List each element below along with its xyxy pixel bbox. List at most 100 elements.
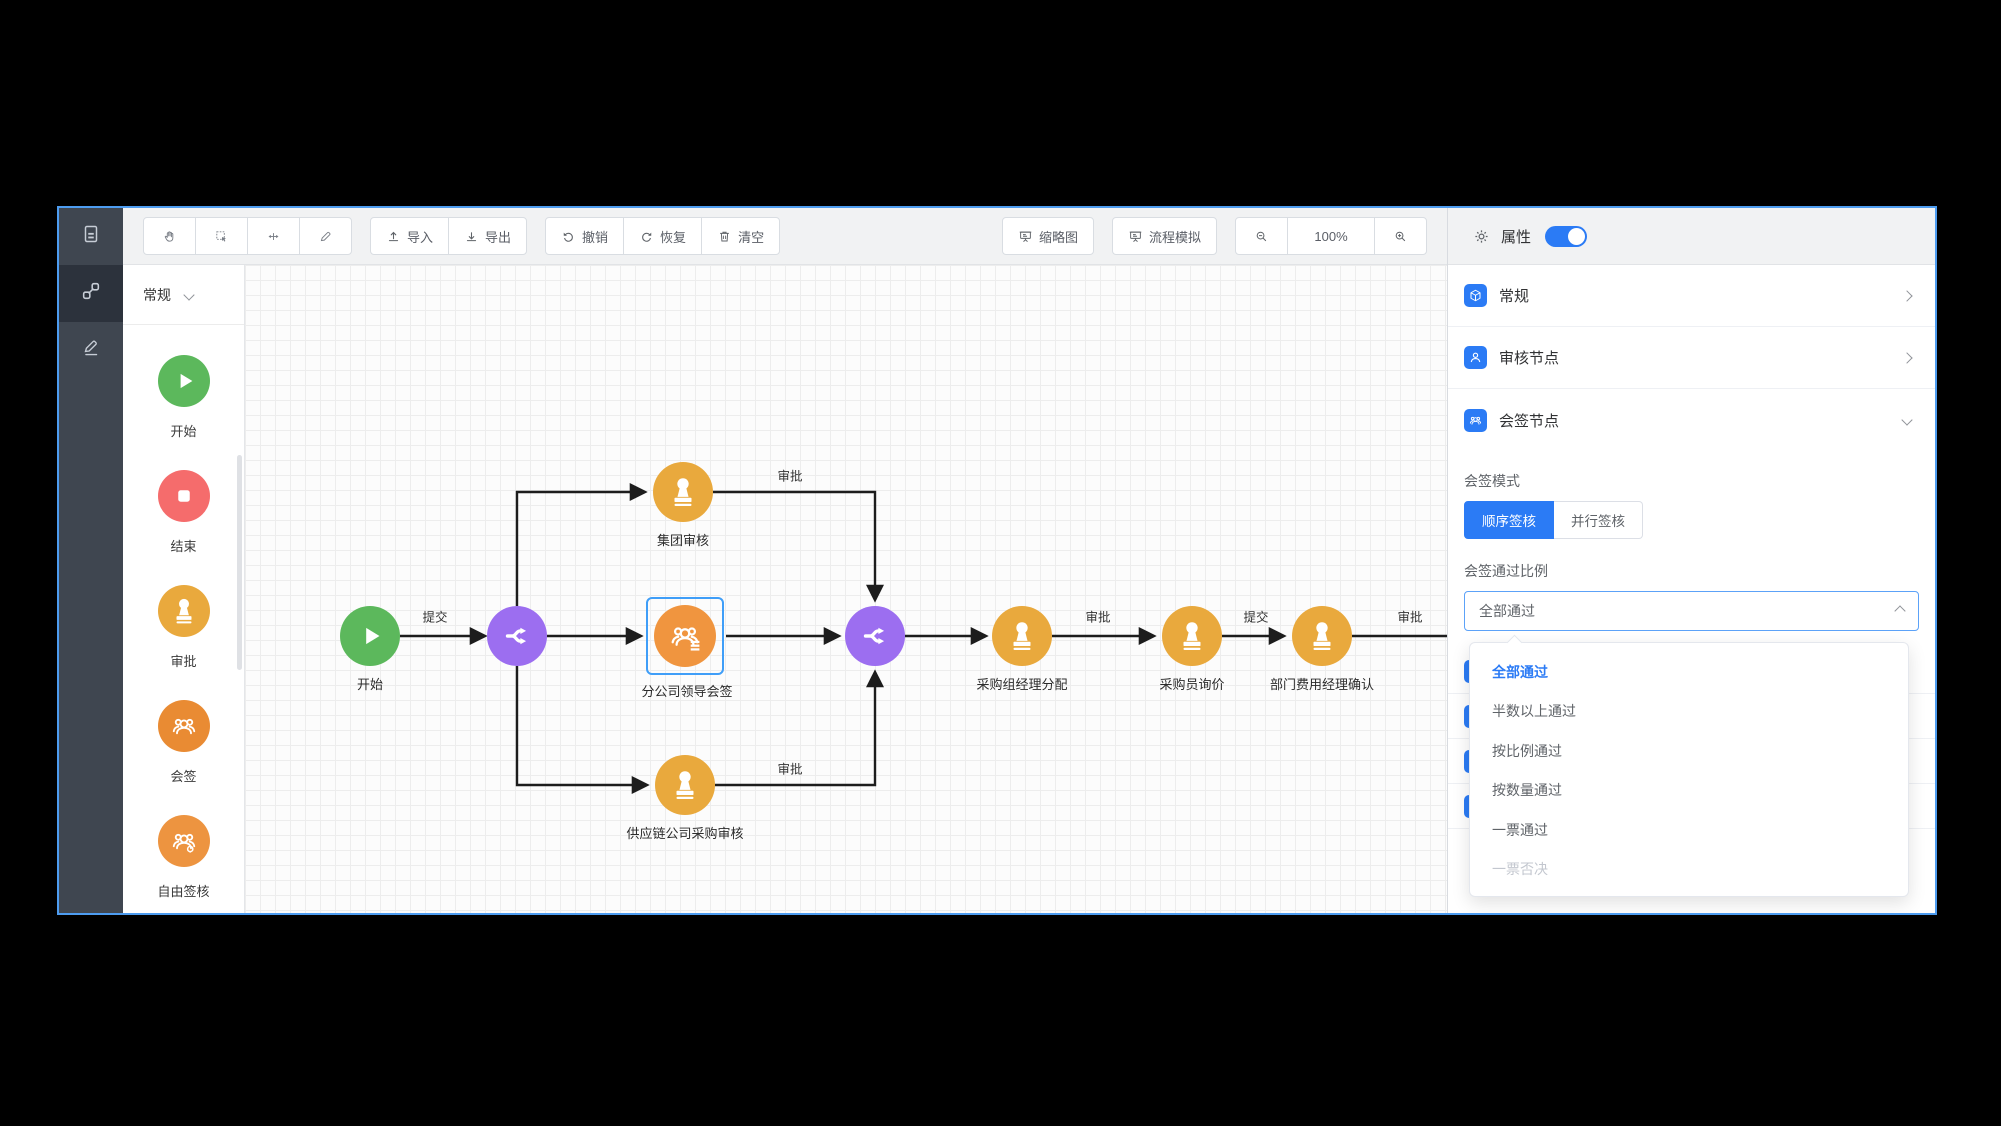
palette-item-start[interactable]: 开始	[123, 355, 244, 440]
dropdown-option-one-vote-pass[interactable]: 一票通过	[1492, 821, 1548, 838]
edge-label: 审批	[1085, 610, 1111, 625]
edge-label: 审批	[1397, 610, 1423, 625]
people-lines-icon	[667, 618, 703, 654]
marquee-select-icon	[214, 229, 229, 244]
dropdown-option-count-pass[interactable]: 按数量通过	[1492, 782, 1562, 799]
palette-item-countersign[interactable]: 会签	[123, 700, 244, 785]
board-icon	[1018, 229, 1033, 244]
people-icon	[1464, 408, 1487, 432]
flow-node-purchase-manager[interactable]: 采购组经理分配	[976, 606, 1068, 692]
edge-label: 审批	[777, 762, 803, 777]
play-icon	[353, 619, 387, 653]
people-icon	[169, 711, 199, 741]
tool-group-history: 撤销 恢复 清空	[545, 217, 781, 255]
stamp-icon	[169, 596, 199, 626]
pen-icon	[318, 229, 333, 244]
gear-icon	[1472, 227, 1491, 246]
palette-group-header[interactable]: 常规	[123, 265, 244, 325]
dropdown-option-majority-pass[interactable]: 半数以上通过	[1492, 703, 1576, 720]
workflow-designer-window: 导入 导出 撤销 恢复 清空 缩略图 流程模拟 100%	[57, 206, 1937, 915]
edge-layer	[400, 483, 1447, 794]
pass-ratio-select[interactable]: 全部通过	[1464, 591, 1919, 631]
countersign-settings: 会签模式 顺序签核 并行签核 会签通过比例 全部通过	[1448, 451, 1935, 649]
sidebar-item-flow[interactable]	[59, 265, 123, 322]
stamp-icon	[1175, 619, 1209, 653]
zoom-out-button[interactable]	[1235, 217, 1288, 255]
trash-icon	[717, 229, 732, 244]
countersign-mode-label: 会签模式	[1464, 473, 1520, 489]
palette-item-end[interactable]: 结束	[123, 470, 244, 555]
flow-node-supply-chain-audit[interactable]: 供应链公司采购审核	[626, 755, 744, 841]
pencil-icon	[80, 337, 102, 364]
flow-node-dept-expense-confirm[interactable]: 部门费用经理确认	[1270, 606, 1374, 692]
chevron-down-icon	[1901, 414, 1913, 426]
undo-button[interactable]: 撤销	[545, 217, 625, 255]
person-icon	[1464, 346, 1487, 369]
sidebar-item-document[interactable]	[59, 208, 123, 265]
fit-view-button[interactable]	[247, 217, 300, 255]
properties-toggle[interactable]	[1545, 225, 1588, 247]
flow-icon	[80, 280, 102, 307]
properties-header: 属性	[1448, 208, 1935, 265]
flow-node-group-audit[interactable]: 集团审核	[653, 462, 713, 548]
palette-item-free-sign[interactable]: 自由签核	[123, 815, 244, 900]
flow-node-branch-countersign-selected[interactable]: 分公司领导会签	[641, 597, 733, 699]
play-icon	[169, 366, 199, 396]
zoom-in-icon	[1393, 229, 1408, 244]
parallel-sign-button[interactable]: 并行签核	[1554, 501, 1643, 539]
hand-icon	[162, 229, 177, 244]
flow-node-gateway-split[interactable]	[487, 606, 547, 666]
export-button[interactable]: 导出	[448, 217, 528, 255]
sidebar-item-pencil[interactable]	[59, 322, 123, 379]
board-icon	[1128, 229, 1143, 244]
zoom-out-icon	[1254, 229, 1269, 244]
zoom-group: 100%	[1235, 217, 1427, 255]
section-general[interactable]: 常规	[1448, 265, 1935, 327]
clear-button[interactable]: 清空	[701, 217, 781, 255]
sequential-sign-button[interactable]: 顺序签核	[1464, 501, 1554, 539]
fit-icon	[266, 229, 281, 244]
stamp-icon	[666, 475, 700, 509]
edge-label: 提交	[1243, 610, 1269, 625]
left-sidebar	[59, 208, 123, 913]
simulation-button[interactable]: 流程模拟	[1111, 217, 1217, 255]
document-icon	[80, 223, 102, 250]
flow-canvas[interactable]: 提交 审批 审批 审批 提交 审批 开始 集团审核	[245, 265, 1447, 913]
undo-icon	[561, 229, 576, 244]
stamp-icon	[668, 768, 702, 802]
hand-tool-button[interactable]	[143, 217, 196, 255]
tool-group-cursor	[143, 217, 352, 255]
pass-ratio-label: 会签通过比例	[1464, 563, 1548, 579]
thumbnail-button[interactable]: 缩略图	[1001, 217, 1094, 255]
stamp-icon	[1305, 619, 1339, 653]
flow-node-buyer-inquiry[interactable]: 采购员询价	[1159, 606, 1225, 692]
flow-node-gateway-merge[interactable]	[845, 606, 905, 666]
upload-icon	[386, 229, 401, 244]
dropdown-option-all-pass[interactable]: 全部通过	[1492, 663, 1548, 680]
chevron-up-icon	[1894, 605, 1906, 617]
chevron-right-icon	[1901, 351, 1913, 364]
section-audit-node[interactable]: 审核节点	[1448, 327, 1935, 389]
dropdown-option-ratio-pass[interactable]: 按比例通过	[1492, 742, 1562, 759]
cube-icon	[1464, 284, 1487, 307]
pen-tool-button[interactable]	[299, 217, 352, 255]
import-button[interactable]: 导入	[370, 217, 450, 255]
properties-panel: 属性 常规 审核节点 会签节点 会签模式 顺序签核 并行签核 会签通过比例	[1447, 208, 1935, 913]
pass-ratio-dropdown: 全部通过 半数以上通过 按比例通过 按数量通过 一票通过 一票否决	[1469, 634, 1909, 897]
stamp-icon	[1005, 619, 1039, 653]
properties-title: 属性	[1501, 228, 1532, 246]
countersign-mode-segmented: 顺序签核 并行签核	[1464, 501, 1919, 539]
palette-item-approval[interactable]: 审批	[123, 585, 244, 670]
download-icon	[464, 229, 479, 244]
chevron-right-icon	[1901, 289, 1913, 302]
flow-node-start[interactable]: 开始	[340, 606, 400, 692]
zoom-in-button[interactable]	[1374, 217, 1427, 255]
marquee-select-button[interactable]	[195, 217, 248, 255]
redo-button[interactable]: 恢复	[623, 217, 703, 255]
section-countersign-node[interactable]: 会签节点	[1448, 389, 1935, 451]
split-icon	[858, 619, 892, 653]
dropdown-option-one-vote-veto[interactable]: 一票否决	[1492, 861, 1548, 878]
palette-scrollbar[interactable]	[237, 455, 242, 670]
edge-label: 提交	[422, 610, 448, 625]
zoom-level: 100%	[1287, 217, 1375, 255]
